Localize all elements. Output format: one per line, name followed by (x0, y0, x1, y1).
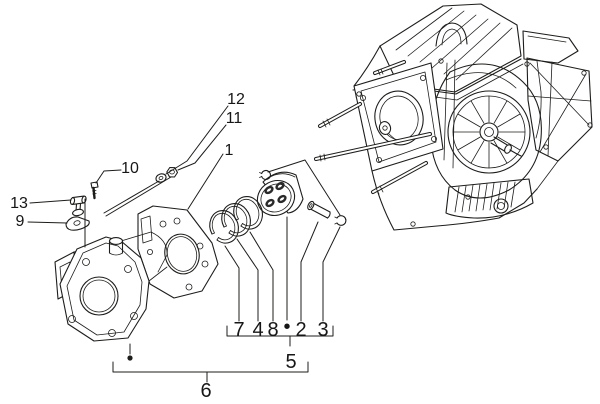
callout-labels: 12 11 1 10 13 9 7 4 8 • 2 3 5 6 (10, 91, 328, 402)
piston (256, 171, 304, 217)
bolt-heads (356, 58, 593, 227)
stud (318, 102, 362, 128)
compression-ring (233, 196, 263, 230)
gudgeon-pin (307, 200, 331, 219)
leader-8 (249, 231, 274, 322)
leader-9 (27, 221, 68, 224)
piston-rings (209, 196, 263, 244)
piston-assembly (256, 169, 347, 226)
x-frame-bracket (526, 57, 593, 162)
callout-1: 1 (225, 142, 234, 159)
leader-12 (165, 105, 229, 175)
oil-fitting-boss (108, 237, 124, 256)
leader-11 (177, 124, 227, 171)
leader-1 (187, 153, 224, 210)
leader-mount-right (105, 176, 172, 217)
leader-2 (300, 221, 319, 322)
leader-circlip-pair (267, 159, 341, 216)
stud (373, 60, 406, 76)
drain-boss (493, 198, 509, 214)
cylinder-mount-flange (353, 62, 444, 172)
callout-3: 3 (317, 319, 328, 341)
leader-lines (27, 105, 341, 361)
callout-8: 8 (267, 319, 278, 341)
compression-ring (221, 203, 251, 237)
stud (314, 132, 432, 162)
callout-6: 6 (200, 380, 211, 402)
callout-5: 5 (285, 351, 296, 373)
cylinder-studs (314, 60, 432, 195)
head-plate (137, 205, 219, 299)
circlip-left (259, 169, 271, 181)
stud (371, 161, 428, 195)
callout-9: 9 (16, 213, 25, 230)
intake-arch (435, 22, 468, 47)
group-brackets (112, 325, 334, 383)
washer (155, 173, 167, 183)
cylinder (54, 231, 168, 342)
callout-11: 11 (226, 110, 243, 127)
callout-4: 4 (252, 319, 263, 341)
crankcase-drawing (352, 3, 593, 231)
cylinder-dot-marker (127, 355, 133, 361)
small-parts (65, 166, 179, 231)
leader-3 (322, 226, 341, 322)
sump-fins (445, 178, 534, 219)
callout-2: 2 (295, 319, 306, 341)
leader-13 (29, 199, 72, 204)
leader-mount-left (103, 180, 160, 214)
callout-12: 12 (227, 91, 245, 108)
cylinder-bore (79, 276, 119, 316)
callout-13: 13 (10, 195, 28, 212)
oil-fitting (69, 195, 87, 217)
bolt (90, 181, 99, 200)
circlip-right (334, 215, 347, 226)
bracket-6 (112, 361, 309, 373)
clamp-strap (65, 216, 90, 231)
leader-10 (95, 169, 122, 184)
callout-7: 7 (233, 319, 244, 341)
callout-10: 10 (121, 160, 139, 177)
crankshaft-stub (490, 136, 522, 157)
group-bullet-marker: • (283, 316, 290, 338)
leader-7 (224, 245, 240, 322)
leader-4 (236, 238, 259, 322)
nut (166, 166, 179, 178)
bracket-5 (226, 325, 334, 337)
flywheel-fan (447, 90, 531, 174)
